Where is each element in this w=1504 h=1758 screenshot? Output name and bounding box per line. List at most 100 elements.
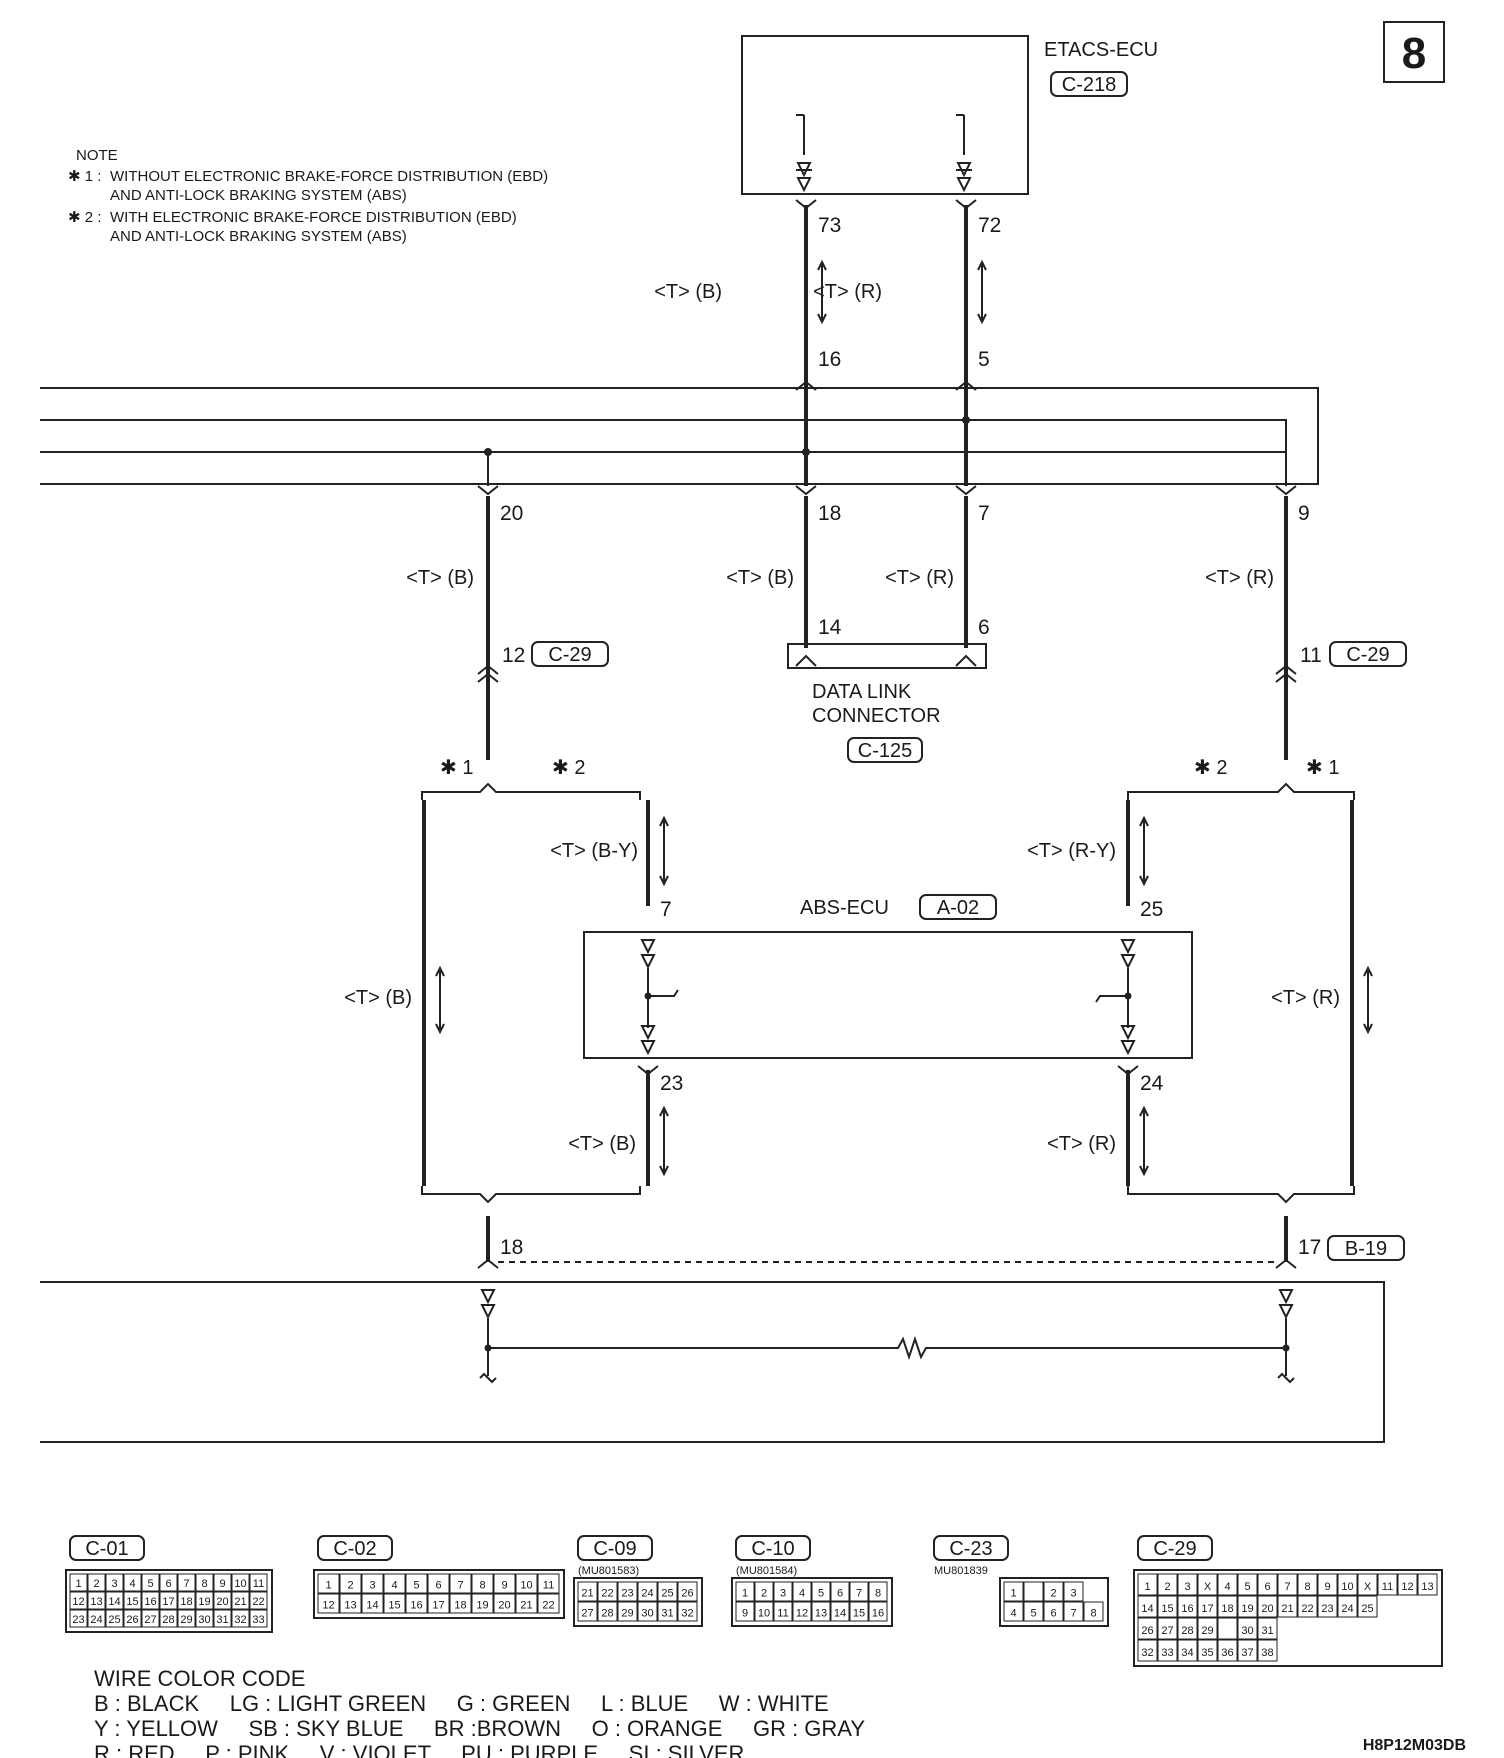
connector-pin-number: 12 bbox=[72, 1596, 84, 1608]
connector-pin-number: 6 bbox=[837, 1587, 843, 1599]
connector-cavity bbox=[1197, 1595, 1218, 1618]
data-link-connector: 14 6 DATA LINK CONNECTOR C-125 bbox=[787, 616, 990, 763]
bottom-pin-18: 18 bbox=[500, 1236, 523, 1259]
connector-pin-number: 2 bbox=[761, 1587, 767, 1599]
connector-pin-number: 23 bbox=[72, 1614, 84, 1626]
note-2-line-2: AND ANTI-LOCK BRAKING SYSTEM (ABS) bbox=[110, 228, 407, 245]
connector-cavity bbox=[1217, 1639, 1238, 1662]
connector-pin-number: 17 bbox=[1201, 1603, 1213, 1615]
connector-cavity bbox=[383, 1573, 406, 1594]
connector-pin-number: 2 bbox=[1164, 1581, 1170, 1593]
note-1-line-2: AND ANTI-LOCK BRAKING SYSTEM (ABS) bbox=[110, 187, 407, 204]
connector-cavity bbox=[849, 1581, 869, 1602]
connector-cavity bbox=[213, 1609, 232, 1628]
connector-cavity bbox=[159, 1609, 178, 1628]
connector-pin-number: 36 bbox=[1221, 1647, 1233, 1659]
connector-pin-number: 17 bbox=[432, 1599, 444, 1611]
connector-pin-number: 3 bbox=[369, 1579, 375, 1591]
bracket-bottom-right bbox=[1127, 1186, 1355, 1204]
connector-pin-number: 10 bbox=[758, 1607, 770, 1619]
connector-pin-number: 37 bbox=[1241, 1647, 1253, 1659]
connector-cavity bbox=[1237, 1639, 1258, 1662]
connector-pin-number: 22 bbox=[1301, 1603, 1313, 1615]
connector-pin-number: 21 bbox=[520, 1599, 532, 1611]
connector-cavity bbox=[1043, 1581, 1064, 1602]
connector-cavity bbox=[339, 1573, 362, 1594]
connector-pin-number: 5 bbox=[1244, 1581, 1250, 1593]
connector-cavity bbox=[177, 1609, 196, 1628]
connector-cavity bbox=[141, 1609, 160, 1628]
connector-cavity bbox=[1157, 1573, 1178, 1596]
connector-id: C-29 bbox=[1153, 1538, 1196, 1560]
connector-housing bbox=[731, 1577, 893, 1627]
connector-cavity bbox=[1217, 1617, 1238, 1640]
pin-72: 72 bbox=[978, 214, 1001, 237]
mark-right-1: ✱ 1 bbox=[1306, 757, 1339, 779]
connector-pin-number: 31 bbox=[1261, 1625, 1273, 1637]
bracket-top-right bbox=[1127, 782, 1355, 800]
connector-cavity bbox=[249, 1573, 268, 1592]
connector-cavity bbox=[1137, 1639, 1158, 1662]
note-mark-2: ✱ 2 : bbox=[68, 209, 101, 226]
connector-cavity bbox=[1003, 1581, 1024, 1602]
connector-pin-number: 26 bbox=[1141, 1625, 1153, 1637]
connector-pin-number: 3 bbox=[1070, 1587, 1076, 1599]
connector-cavity bbox=[159, 1591, 178, 1610]
connector-cavity bbox=[773, 1601, 793, 1622]
connector-pin-number: 6 bbox=[1050, 1607, 1056, 1619]
connector-cavity bbox=[231, 1573, 250, 1592]
connector-cavity bbox=[637, 1601, 658, 1622]
connector-cavity bbox=[123, 1609, 142, 1628]
connector-pin-number: 26 bbox=[126, 1614, 138, 1626]
connector-cavity bbox=[405, 1573, 428, 1594]
connector-part-number: (MU801583) bbox=[578, 1565, 639, 1577]
connector-housing bbox=[999, 1577, 1109, 1627]
connector-cavity bbox=[1357, 1595, 1378, 1618]
connector-pin-number: 18 bbox=[454, 1599, 466, 1611]
connector-pin-number: 7 bbox=[856, 1587, 862, 1599]
connector-pin-number: 30 bbox=[1241, 1625, 1253, 1637]
etacs-ecu-label: ETACS-ECU bbox=[1044, 39, 1158, 61]
connector-pin-number: 29 bbox=[1201, 1625, 1213, 1637]
bracket-top-left bbox=[421, 782, 641, 800]
note-1-line-1: WITHOUT ELECTRONIC BRAKE-FORCE DISTRIBUT… bbox=[110, 168, 548, 185]
connector-pin-number: 8 bbox=[479, 1579, 485, 1591]
connector-tag bbox=[735, 1535, 811, 1561]
connector-housing bbox=[65, 1569, 273, 1633]
connector-cavity bbox=[830, 1581, 850, 1602]
connector-pin-number: 15 bbox=[388, 1599, 400, 1611]
connector-cavity bbox=[537, 1573, 560, 1594]
connector-id: C-23 bbox=[949, 1538, 992, 1560]
connector-pin-number: 28 bbox=[601, 1607, 613, 1619]
connector-pin-number: 11 bbox=[1382, 1581, 1393, 1593]
connector-pin-number: 14 bbox=[834, 1607, 846, 1619]
abs-ecu-label: ABS-ECU bbox=[800, 897, 889, 919]
mark-left-2: ✱ 2 bbox=[552, 757, 585, 779]
connector-pin-number: 10 bbox=[1341, 1581, 1353, 1593]
connector-pin-number: 25 bbox=[1361, 1603, 1373, 1615]
connector-pin-number: 4 bbox=[391, 1579, 397, 1591]
bottom-forks bbox=[477, 1258, 1297, 1269]
connector-cavity bbox=[1277, 1573, 1298, 1596]
connector-cavity bbox=[597, 1601, 618, 1622]
etacs-connector-label: C-218 bbox=[1062, 74, 1116, 96]
pin-5: 5 bbox=[978, 348, 990, 371]
connector-pin-number: 2 bbox=[1050, 1587, 1056, 1599]
connector-pin-number: 5 bbox=[1030, 1607, 1036, 1619]
connector-pin-number: 7 bbox=[183, 1578, 189, 1590]
connector-pin-number: 21 bbox=[1281, 1603, 1293, 1615]
connector-pin-number: 7 bbox=[457, 1579, 463, 1591]
connector-pin-number: 6 bbox=[165, 1578, 171, 1590]
connector-cavity bbox=[597, 1581, 618, 1602]
connector-pin-number: 1 bbox=[75, 1578, 81, 1590]
connector-cavity bbox=[735, 1581, 755, 1602]
connector-pin-number: 16 bbox=[1181, 1603, 1193, 1615]
connector-pin-number: 30 bbox=[198, 1614, 210, 1626]
connector-cavity bbox=[87, 1573, 106, 1592]
etacs-right-terminal bbox=[956, 114, 972, 193]
connector-pin-number: 22 bbox=[252, 1596, 264, 1608]
connector-cavity bbox=[231, 1591, 250, 1610]
mark-right-2: ✱ 2 bbox=[1194, 757, 1227, 779]
